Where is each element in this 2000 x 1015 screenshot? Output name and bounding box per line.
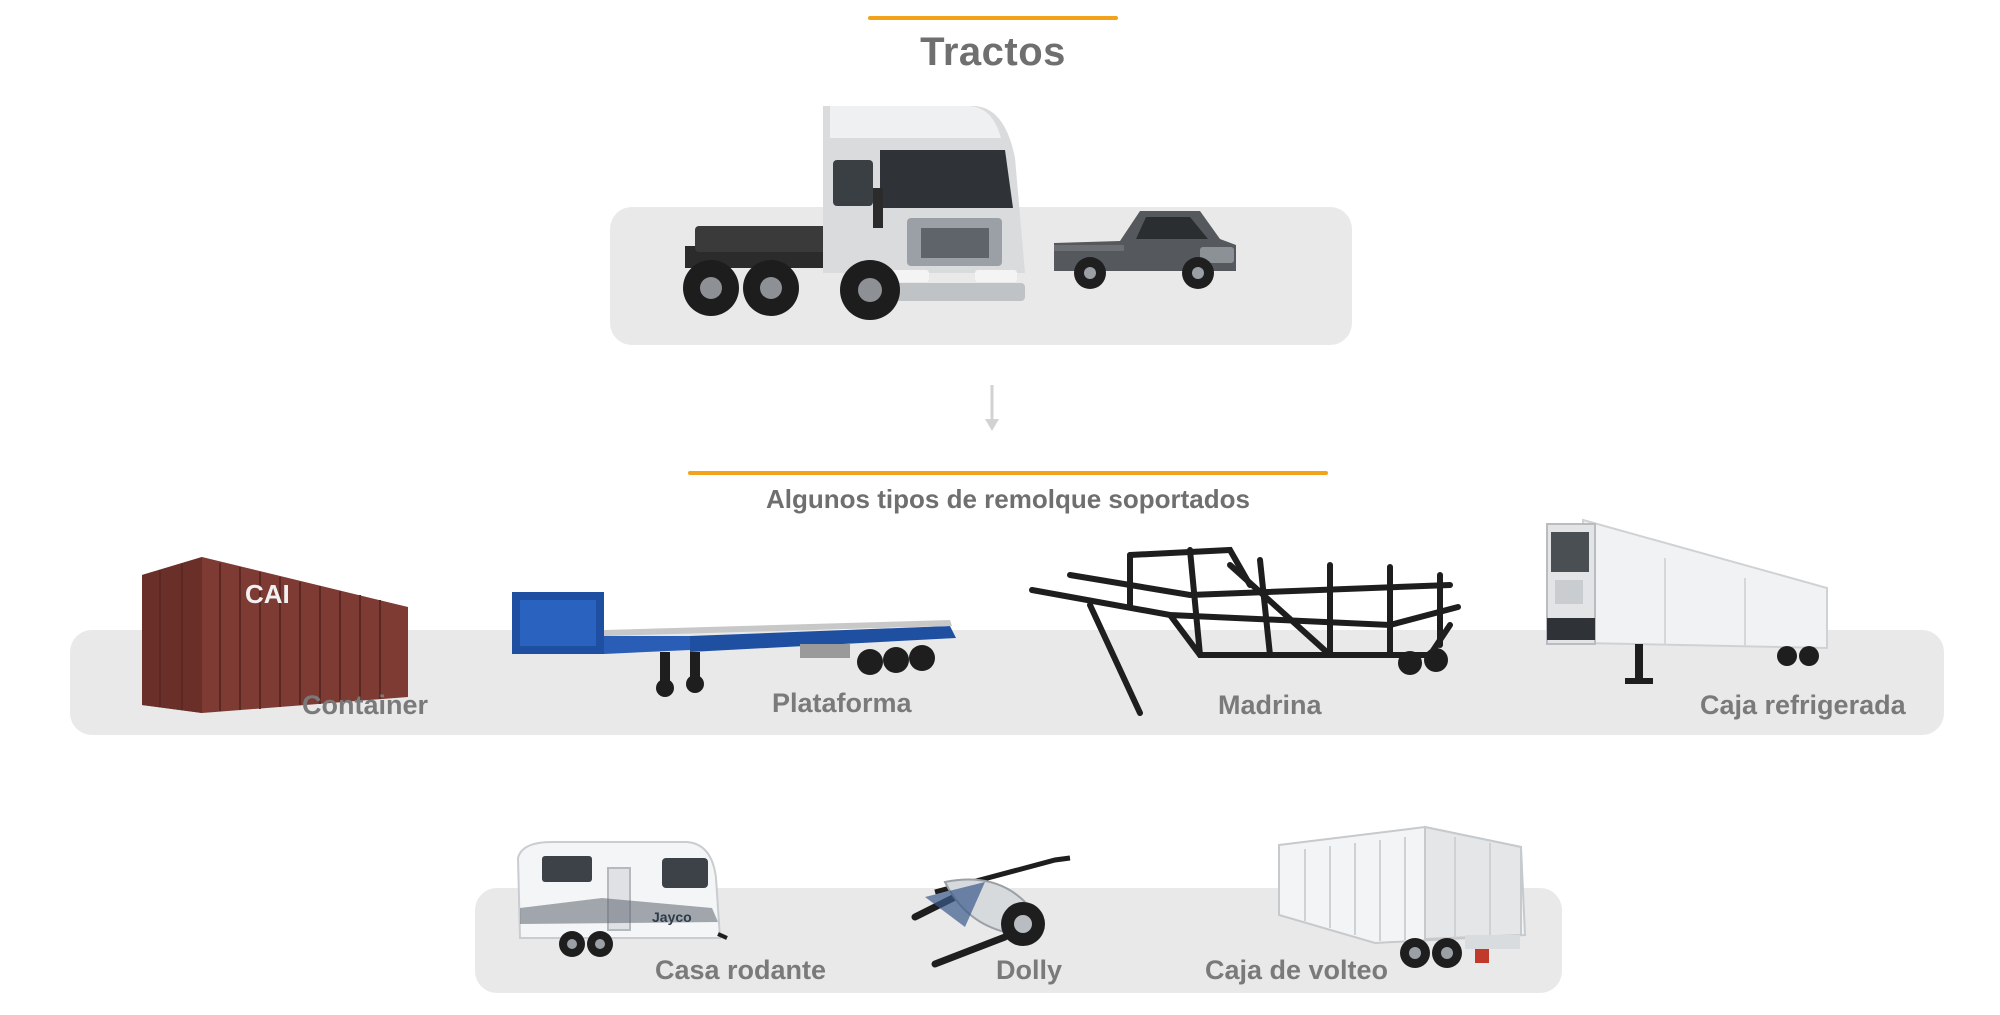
semi-tractor-truck-icon: [683, 106, 1025, 320]
car-carrier-trailer-icon: [1029, 546, 1461, 716]
flatbed-trailer-icon: [512, 592, 956, 697]
label-madrina: Madrina: [1218, 690, 1322, 720]
svg-text:CAI: CAI: [245, 579, 290, 609]
svg-text:Jayco: Jayco: [652, 909, 692, 925]
shipping-container-icon: CAI: [142, 557, 408, 713]
tractos-accent-line: [868, 16, 1118, 20]
arrow-down-icon: [985, 385, 999, 431]
label-casa-rodante: Casa rodante: [655, 955, 827, 985]
travel-trailer-icon: Jayco: [516, 841, 728, 957]
remolques-accent-line: [688, 471, 1328, 475]
dump-trailer-icon: [1278, 825, 1527, 968]
label-container: Container: [302, 690, 429, 720]
tow-dolly-icon: [911, 855, 1071, 968]
tractos-title: Tractos: [920, 30, 1066, 74]
refrigerated-trailer-icon: [1546, 518, 1828, 684]
label-caja-de-volteo: Caja de volteo: [1205, 955, 1389, 985]
label-dolly: Dolly: [996, 955, 1063, 985]
remolques-subtitle: Algunos tipos de remolque soportados: [766, 484, 1250, 514]
pickup-truck-icon: [1054, 211, 1236, 289]
label-plataforma: Plataforma: [772, 688, 912, 718]
label-caja-refrigerada: Caja refrigerada: [1700, 690, 1906, 720]
